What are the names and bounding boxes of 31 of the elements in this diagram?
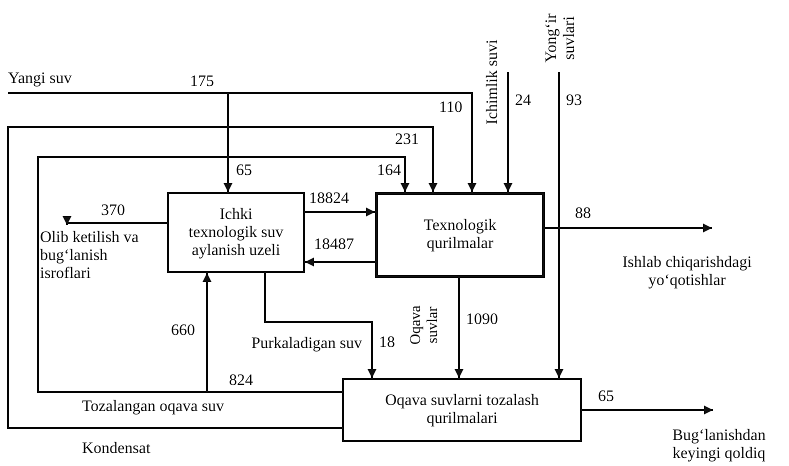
flow-arrow [504,72,512,192]
flow-arrow [8,92,476,192]
flow-text: Bug‘lanishdan keyingi qoldiq [652,410,786,463]
flow-arrow [7,126,438,429]
box-text: Oqava suvlarni tozalash qurilmalari [384,392,540,428]
flow-label: 824 [229,372,253,390]
flow-text: Ishlab chiqarishdagi yo‘qotishlar [598,228,776,290]
flow-arrow [582,406,713,414]
flow-arrow [545,224,712,232]
flow-arrow [62,216,167,225]
process-box [375,192,545,278]
flow-label: Tozalangan oqava suv [82,398,224,416]
flow-arrow [554,72,564,378]
flow-label: Kondensat [82,440,150,458]
box-text: Texnologik qurilmalar [422,217,498,253]
flow-text: Olib ketilish va bug‘lanish isroflari [40,229,140,283]
flow-text: Ichimlik suvi [478,18,508,146]
flow-arrow [305,208,375,216]
flow-text: Yangi suv [8,64,98,93]
flow-arrow [264,273,376,378]
flow-label: Purkaladigan suv [250,335,362,353]
flow-arrow [37,156,410,393]
vertical-label: Oqava suvlar [408,304,442,347]
flow-arrow [305,258,375,266]
flow-arrow [454,278,464,378]
process-box [167,192,305,273]
flow-label: 175 [190,73,214,91]
box-text: Ichki texnologik suv aylanish uzeli [188,206,284,260]
flow-arrow [202,273,342,393]
flow-text: Yong‘ir suvlari [532,4,590,72]
process-box [342,378,582,442]
